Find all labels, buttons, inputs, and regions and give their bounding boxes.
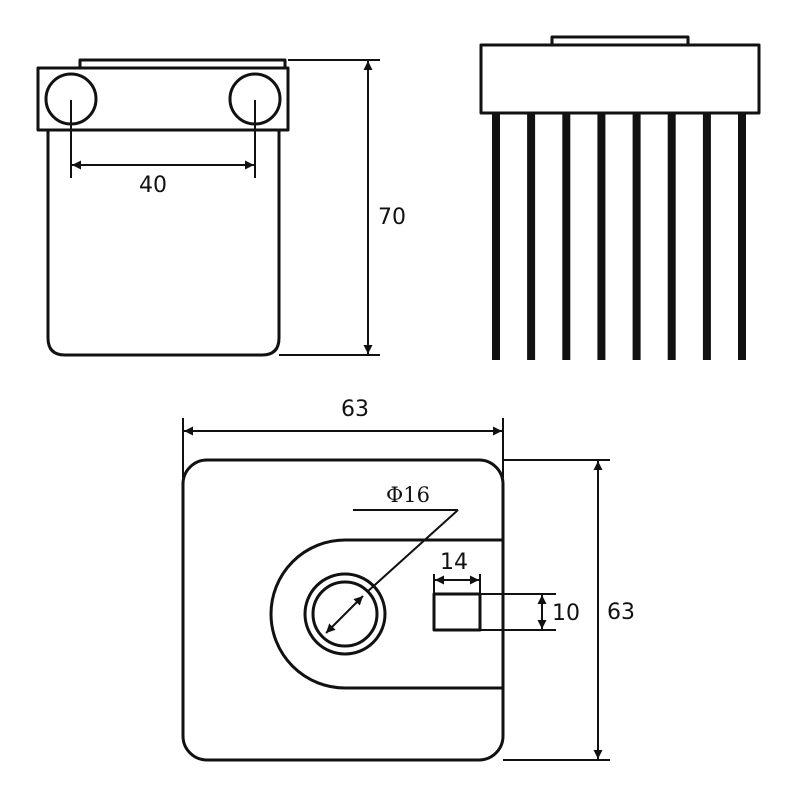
side-view-tine [527,113,536,360]
slot-height-dimension: 10 [480,593,580,631]
top-view-arm [269,538,503,690]
front-view-bracket-top [78,58,287,68]
depth-dimension: 63 [503,459,635,761]
bore-diameter-dimension: Φ16 [325,483,459,634]
bore-diameter-label: Φ16 [386,483,430,507]
slot-width-dimension: 14 [433,550,481,594]
side-view-tine [632,113,641,360]
top-view: 63 63 Φ16 14 10 [181,397,635,762]
front-view-mount-plate [36,66,290,132]
hole-spacing-dimension: 40 [70,100,256,198]
hole-spacing-label: 40 [139,173,167,198]
slot-height-label: 10 [552,601,580,626]
height-dimension: 70 [279,59,406,356]
width-dimension: 63 [182,397,504,478]
width-label: 63 [341,397,369,422]
side-view-tine [667,113,676,360]
side-view [479,35,761,360]
side-view-tine [562,113,571,360]
side-view-tines [492,113,746,360]
bore-inner [311,580,379,648]
side-view-head [479,43,761,115]
side-view-tine [492,113,500,360]
side-view-tine [702,113,711,360]
depth-label: 63 [607,600,635,625]
side-view-tine [738,113,746,360]
top-view-outline [181,458,505,762]
height-label: 70 [378,205,406,230]
slot [432,592,482,632]
side-view-cap [550,35,690,45]
front-view-body [46,130,281,357]
bore-outer [303,572,387,656]
slot-width-label: 14 [440,550,468,575]
side-view-tine [597,113,606,360]
front-view: 40 70 [36,58,406,357]
